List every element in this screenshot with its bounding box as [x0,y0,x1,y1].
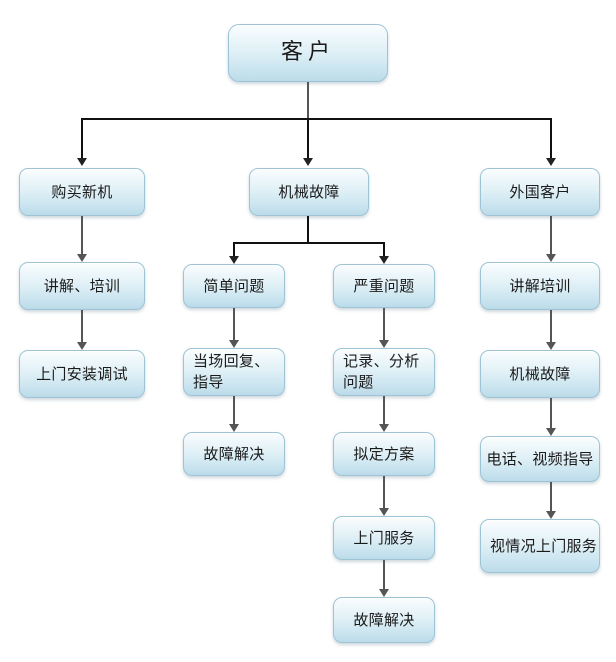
connector-explain-train-to-install [81,310,83,346]
connector-record-to-draft-plan [383,396,385,428]
arrowhead-explain-training-to-mech-failure [546,342,556,350]
arrowhead-to-buy-new-machine [77,158,87,166]
connector-mechanical-split-stem [307,216,309,244]
arrowhead-record-to-draft-plan [379,424,389,432]
node-onsite-install-debug[interactable]: 上门安装调试 [19,350,145,398]
arrowhead-to-mechanical-failure [303,158,313,166]
node-phone-video-guidance-label: 电话、视频指导 [486,449,594,468]
node-explain-train[interactable]: 讲解、培训 [19,262,145,310]
arrowhead-onsite-reply-to-resolved [229,424,239,432]
node-customer[interactable]: 客户 [228,24,388,82]
node-onsite-reply-guide-label: 当场回复、指导 [193,352,270,391]
connector-to-serious-problem [383,242,385,260]
connector-to-simple-problem [233,242,235,260]
arrowhead-serious-to-record [379,340,389,348]
node-serious-problem-label: 严重问题 [353,276,415,295]
connector-foreign-to-explain-training [550,216,552,258]
node-explain-training-label: 讲解培训 [509,276,571,295]
connector-root-distributor [81,118,552,120]
connector-simple-to-onsite-reply [233,308,235,344]
arrowhead-to-serious-problem [379,256,389,264]
node-fault-resolved-serious-label: 故障解决 [353,610,415,629]
node-customer-label: 客户 [280,39,335,65]
arrowhead-draft-plan-to-onsite-service [379,508,389,516]
node-mechanical-failure[interactable]: 机械故障 [249,168,369,216]
node-buy-new-machine-label: 购买新机 [51,182,113,201]
node-serious-problem[interactable]: 严重问题 [333,264,435,308]
arrowhead-buy-to-explain-train [77,254,87,262]
node-mechanical-failure-label: 机械故障 [278,182,340,201]
node-explain-train-label: 讲解、培训 [43,276,121,295]
connector-mechanical-split-bar [233,242,384,244]
connector-onsite-service-to-resolved [383,560,385,593]
arrowhead-onsite-service-to-resolved [379,589,389,597]
connector-phone-video-to-onsite-if-needed [550,482,552,515]
connector-buy-to-explain-train [81,216,83,258]
node-foreign-customer-label: 外国客户 [509,182,571,201]
arrowhead-mech-failure-to-phone-video [546,428,556,436]
node-mechanical-failure-fc[interactable]: 机械故障 [480,350,600,398]
arrowhead-explain-train-to-install [77,342,87,350]
node-onsite-service-if-needed[interactable]: 视情况上门服务 [480,519,600,573]
node-fault-resolved-simple-label: 故障解决 [203,444,265,463]
arrowhead-to-foreign-customer [546,158,556,166]
node-fault-resolved-simple[interactable]: 故障解决 [183,432,285,476]
connector-onsite-reply-to-resolved [233,396,235,428]
arrowhead-to-simple-problem [229,256,239,264]
node-draft-plan[interactable]: 拟定方案 [333,432,435,476]
node-phone-video-guidance[interactable]: 电话、视频指导 [480,436,600,482]
connector-mech-failure-to-phone-video [550,398,552,432]
node-onsite-install-debug-label: 上门安装调试 [36,364,128,383]
connector-draft-plan-to-onsite-service [383,476,385,512]
node-onsite-service-if-needed-label: 视情况上门服务 [490,536,598,555]
connector-to-mechanical-failure [307,118,309,160]
connector-to-foreign-customer [550,118,552,160]
node-record-analyze-problem-label: 记录、分析问题 [343,352,420,391]
node-explain-training[interactable]: 讲解培训 [480,262,600,310]
arrowhead-phone-video-to-onsite-if-needed [546,511,556,519]
node-draft-plan-label: 拟定方案 [353,444,415,463]
node-foreign-customer[interactable]: 外国客户 [480,168,600,216]
node-mechanical-failure-fc-label: 机械故障 [509,364,571,383]
node-fault-resolved-serious[interactable]: 故障解决 [333,597,435,643]
node-buy-new-machine[interactable]: 购买新机 [19,168,145,216]
connector-to-buy-new-machine [81,118,83,160]
node-simple-problem[interactable]: 简单问题 [183,264,285,308]
connector-root-stem [307,82,309,120]
node-onsite-reply-guide[interactable]: 当场回复、指导 [183,348,285,396]
connector-serious-to-record [383,308,385,344]
arrowhead-foreign-to-explain-training [546,254,556,262]
arrowhead-simple-to-onsite-reply [229,340,239,348]
node-record-analyze-problem[interactable]: 记录、分析问题 [333,348,435,396]
connector-explain-training-to-mech-failure [550,310,552,346]
node-onsite-service[interactable]: 上门服务 [333,516,435,560]
node-simple-problem-label: 简单问题 [203,276,265,295]
node-onsite-service-label: 上门服务 [353,528,415,547]
